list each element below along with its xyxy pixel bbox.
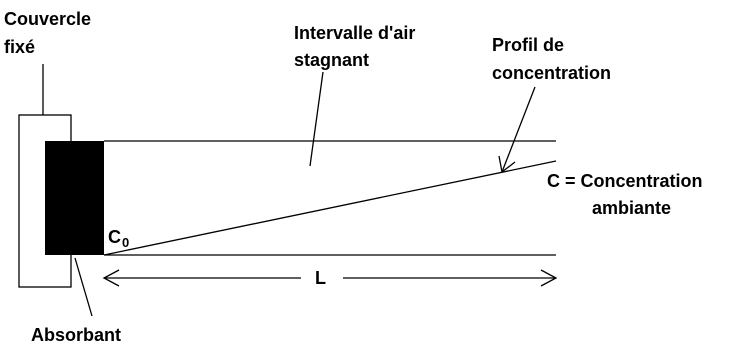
- c0-label: C: [108, 227, 121, 247]
- length-label: L: [315, 268, 326, 288]
- length-arrowhead-right: [540, 269, 558, 287]
- concentration-profile-line: [103, 160, 557, 256]
- profile-label-line1: Profil de: [492, 35, 564, 55]
- profile-arrowhead: [498, 155, 516, 174]
- air-gap-label-line1: Intervalle d'air: [294, 23, 415, 43]
- length-arrowhead-left: [102, 269, 120, 287]
- profile-label-line2: concentration: [492, 63, 611, 83]
- ambient-concentration-label-line2: ambiante: [592, 198, 671, 218]
- absorbent-block: [45, 141, 104, 255]
- absorbent-leader-line: [74, 257, 93, 317]
- absorbent-label: Absorbant: [31, 325, 121, 345]
- air-gap-leader-line: [309, 71, 324, 167]
- ambient-concentration-label-line1: C = Concentration: [547, 171, 703, 191]
- cover-label-line1: Couvercle: [4, 9, 91, 29]
- c0-subscript: 0: [122, 235, 129, 250]
- cover-label-line2: fixé: [4, 37, 35, 57]
- air-gap-label-line2: stagnant: [294, 50, 369, 70]
- profile-leader-line: [501, 86, 536, 173]
